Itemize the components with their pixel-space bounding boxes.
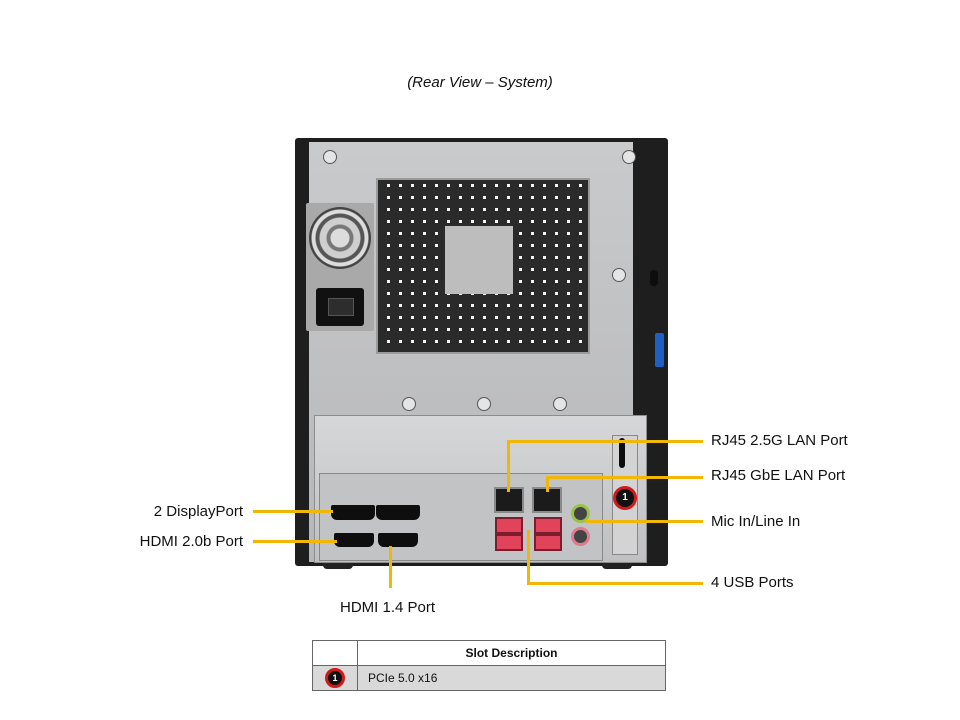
usb-port — [495, 534, 523, 551]
screw-icon — [622, 150, 636, 164]
line-in-jack — [571, 527, 590, 546]
hdmi-2-0b-port — [334, 533, 374, 547]
table-header-slot-description: Slot Description — [357, 640, 666, 666]
callout-line-usb — [527, 582, 703, 585]
chassis-foot — [602, 563, 632, 569]
slot-description-table: Slot Description 1 PCIe 5.0 x16 — [312, 640, 666, 691]
fan-grille — [376, 178, 590, 354]
screw-icon — [553, 397, 567, 411]
table-cell-slot-description: PCIe 5.0 x16 — [357, 665, 666, 691]
usb-port — [534, 534, 562, 551]
callout-line-rj45-gbe — [546, 476, 703, 479]
ac-power-inlet — [316, 288, 364, 326]
label-rj45-gbe: RJ45 GbE LAN Port — [711, 467, 846, 484]
callout-line-mic — [585, 520, 703, 523]
callout-line-rj45-25g — [507, 440, 510, 492]
screw-icon — [323, 150, 337, 164]
release-tab — [655, 333, 664, 367]
label-hdmi-2-0b: HDMI 2.0b Port — [139, 533, 243, 550]
pcie-vent — [619, 438, 625, 468]
displayport-1 — [331, 505, 375, 520]
slot-number-badge: 1 — [325, 668, 345, 688]
table-row: 1 PCIe 5.0 x16 — [312, 665, 666, 691]
table-header-row: Slot Description — [312, 640, 666, 666]
screw-icon — [402, 397, 416, 411]
slot-1-badge: 1 — [613, 486, 637, 510]
label-displayport: 2 DisplayPort — [153, 503, 243, 520]
psu-fan-icon — [309, 207, 371, 269]
label-rj45-2-5g: RJ45 2.5G LAN Port — [711, 432, 848, 449]
callout-line-hdmi-14 — [389, 546, 392, 588]
chassis-foot — [323, 563, 353, 569]
callout-line-displayport — [253, 510, 333, 513]
screw-icon — [477, 397, 491, 411]
mic-in-jack — [571, 504, 590, 523]
table-header-blank — [312, 640, 358, 666]
label-usb-ports: 4 USB Ports — [711, 574, 794, 591]
table-cell-slot-number: 1 — [312, 665, 358, 691]
lock-slot-icon — [650, 270, 658, 286]
displayport-2 — [376, 505, 420, 520]
fan-hub — [445, 226, 513, 294]
figure-caption: (Rear View – System) — [407, 74, 553, 91]
callout-line-usb — [527, 530, 530, 584]
label-mic-line-in: Mic In/Line In — [711, 513, 801, 530]
label-hdmi-1-4: HDMI 1.4 Port — [340, 599, 436, 616]
callout-line-hdmi-20b — [253, 540, 337, 543]
screw-icon — [612, 268, 626, 282]
usb-port — [534, 517, 562, 534]
usb-port — [495, 517, 523, 534]
callout-line-rj45-gbe — [546, 476, 549, 492]
hdmi-1-4-port — [378, 533, 418, 547]
callout-line-rj45-25g — [507, 440, 703, 443]
